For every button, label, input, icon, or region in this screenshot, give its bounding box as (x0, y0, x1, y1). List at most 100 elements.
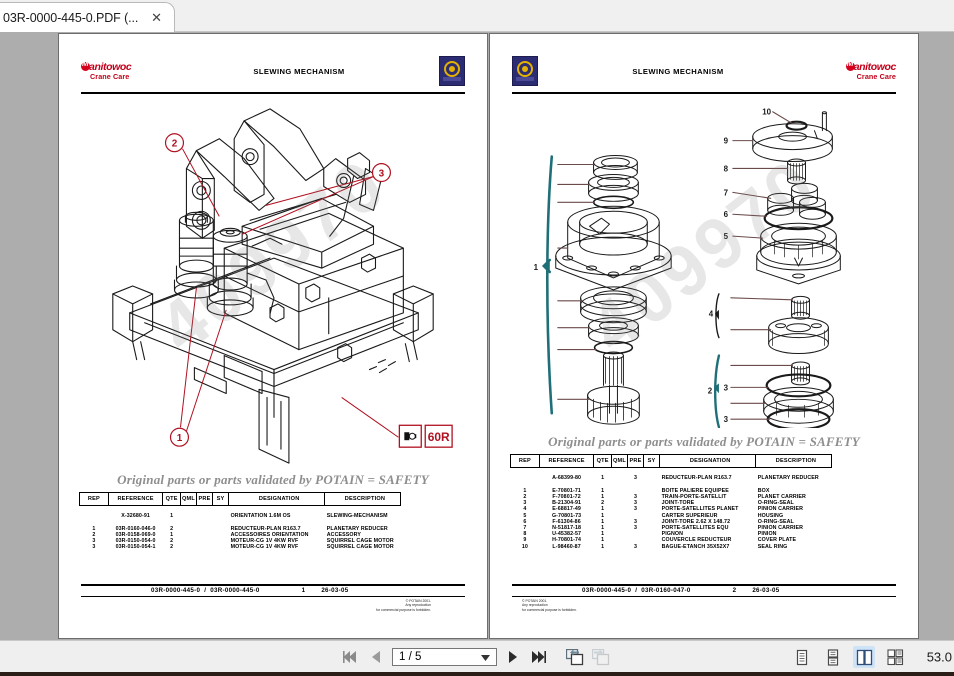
page-title-left: SLEWING MECHANISM (253, 66, 345, 76)
cell-description: O-RING-SEAL (757, 518, 794, 525)
col-pre: PRE (195, 492, 214, 506)
cell-pre: 3 (633, 518, 638, 525)
page-number-select[interactable]: 1 / 5 2 / 5 3 / 5 4 / 5 5 / 5 (392, 648, 497, 666)
page-navigation-group: 1 / 5 2 / 5 3 / 5 4 / 5 5 / 5 (340, 641, 611, 673)
tab-bar: 03R-0000-445-0.PDF (... ✕ (0, 0, 954, 32)
svg-text:5: 5 (724, 232, 729, 241)
parts-table-body-left: X-32680-91 1 ORIENTATION 1.6M OS SLEWING… (80, 506, 401, 551)
cell-pre: 3 (633, 493, 638, 500)
cell-reference: X-32680-91 (121, 512, 150, 519)
view-two-page-button[interactable] (853, 646, 875, 668)
header-rule-left (81, 92, 465, 94)
cell-designation: JOINT-TORE (661, 500, 695, 507)
cell-reference: E-70801-71 (552, 487, 581, 494)
cell-reference: E-68817-49 (552, 506, 581, 513)
cell-description: PLANETARY REDUCER (326, 525, 388, 532)
table-row: 4 E-68817-49 1 3 PORTE-SATELLITES PLANET… (511, 506, 832, 512)
cell-qte: 1 (601, 543, 605, 550)
pdf-page-1[interactable]: 409970 anitowoc Crane Care SLEWING MECHA… (58, 33, 488, 639)
cell-pre: 3 (633, 524, 638, 531)
cell-qte: 1 (601, 524, 605, 531)
cell-qte: 1 (601, 506, 605, 513)
svg-text:10: 10 (762, 108, 771, 117)
table-row: 9 H-70801-74 1 COUVERCLE REDUCTEUR COVER… (511, 537, 832, 543)
cell-qte: 1 (601, 537, 605, 544)
svg-text:7: 7 (724, 188, 729, 197)
view-single-page-button[interactable] (791, 646, 813, 668)
footer-date: 26-03-05 (321, 587, 349, 595)
cell-rep: 2 (523, 493, 527, 500)
cell-qte: 1 (170, 512, 174, 519)
parts-table-right: REP REFERENCE QTE QML PRE SY DESIGNATION… (510, 454, 832, 550)
svg-text:2: 2 (708, 386, 713, 395)
cell-designation: TRAIN-PORTE-SATELLIT (661, 493, 727, 500)
cell-designation: BOITE PALIERE EQUIPEE (661, 487, 729, 494)
cell-qte: 1 (601, 474, 605, 481)
col-qml: QML (179, 492, 198, 506)
col-description: DESCRIPTION (324, 492, 401, 506)
viewer-toolbar: 1 / 5 2 / 5 3 / 5 4 / 5 5 / 5 (0, 640, 954, 672)
cell-qte: 1 (601, 531, 605, 538)
footer-code-right: 03R-0160-047-0 (641, 587, 691, 595)
cell-rep: 3 (92, 544, 96, 551)
cell-reference: 03R-0160-046-0 (115, 525, 156, 532)
col-qte: QTE (593, 454, 612, 468)
parts-table-left: REP REFERENCE QTE QML PRE SY DESIGNATION… (79, 492, 401, 551)
cell-rep: 9 (523, 537, 527, 544)
view-two-page-continuous-button[interactable] (884, 646, 906, 668)
cell-reference: 03R-0150-054-1 (115, 544, 156, 551)
previous-page-button[interactable] (366, 646, 386, 668)
cell-designation: REDUCTEUR-PLAN R163.7 (230, 525, 301, 532)
page-header-left: anitowoc Crane Care SLEWING MECHANISM (81, 48, 465, 94)
svg-text:6: 6 (724, 210, 729, 219)
cell-designation: MOTEUR-CG 1V 4KW RVF (230, 538, 299, 545)
cell-reference: A-68399-80 (552, 474, 582, 481)
table-row: 5 G-70801-73 1 CARTER SUPERIEUR HOUSING (511, 513, 832, 519)
cell-designation: ORIENTATION 1.6M OS (230, 512, 291, 519)
safety-note-left: Original parts or parts validated by POT… (117, 472, 429, 487)
cell-description: SLEWING-MECHANISM (326, 512, 388, 519)
cell-reference: L-98460-87 (552, 543, 581, 550)
parts-table-header-row: REP REFERENCE QTE QML PRE SY DESIGNATION… (510, 454, 832, 468)
table-row: 3 B-21304-91 2 3 JOINT-TORE O-RING-SEAL (511, 500, 832, 506)
cell-description: HOUSING (757, 512, 784, 519)
cell-designation: PIGNON (661, 531, 684, 538)
document-tab[interactable]: 03R-0000-445-0.PDF (... ✕ (0, 2, 175, 32)
col-pre: PRE (626, 454, 645, 468)
table-row: 1 E-70801-71 1 BOITE PALIERE EQUIPEE BOX (511, 488, 832, 494)
view-continuous-button[interactable] (822, 646, 844, 668)
cell-qte: 1 (601, 493, 605, 500)
col-sy: SY (643, 454, 661, 468)
cell-pre: 3 (633, 500, 638, 507)
next-page-button[interactable] (503, 646, 523, 668)
previous-view-button[interactable] (565, 646, 585, 668)
document-canvas[interactable]: 409970 anitowoc Crane Care SLEWING MECHA… (0, 32, 954, 640)
cell-reference: U-45382-57 (552, 531, 582, 538)
pdf-page-2[interactable]: 409970 anitowoc Crane Care SLEWING MECHA… (489, 33, 919, 639)
svg-text:3: 3 (724, 383, 729, 392)
cell-description: PINION CARRIER (757, 506, 803, 513)
page-footer-left: 03R-0000-445-0 / 03R-0000-445-0 1 26-03-… (81, 584, 465, 612)
cell-reference: 03R-0158-069-0 (115, 531, 156, 538)
cell-pre: 3 (633, 506, 638, 513)
cell-reference: H-70801-74 (552, 537, 582, 544)
logo-tagline: Crane Care (856, 72, 896, 82)
cell-rep: 10 (521, 543, 528, 550)
tab-title: 03R-0000-445-0.PDF (... (3, 10, 139, 25)
col-rep: REP (510, 454, 540, 468)
svg-text:9: 9 (724, 137, 729, 146)
cell-reference: F-70801-72 (552, 493, 581, 500)
next-view-button[interactable] (591, 646, 611, 668)
potain-badge-icon (512, 56, 538, 86)
parts-table-header-row: REP REFERENCE QTE QML PRE SY DESIGNATION… (79, 492, 401, 506)
last-page-button[interactable] (529, 646, 549, 668)
cell-description: PINION (757, 531, 777, 538)
cell-designation: REDUCTEUR-PLAN R163.7 (661, 474, 732, 481)
first-page-button[interactable] (340, 646, 360, 668)
cell-pre: 3 (633, 474, 638, 481)
cell-description: ACCESSORY (326, 531, 362, 538)
cell-reference: N-51817-18 (552, 524, 582, 531)
close-icon[interactable]: ✕ (151, 9, 162, 25)
cell-description: PINION CARRIER (757, 524, 803, 531)
